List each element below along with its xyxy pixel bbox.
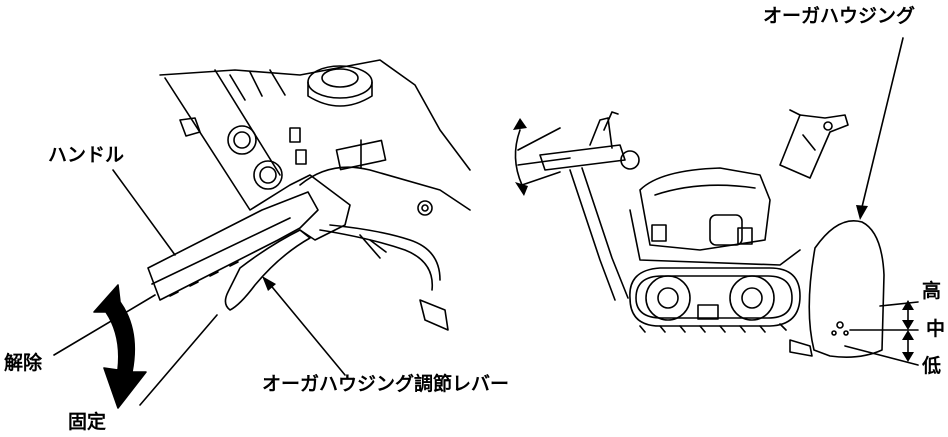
discharge-chute [780, 115, 848, 178]
control-panel [160, 60, 470, 240]
switch-upper [228, 126, 256, 154]
control-dial [308, 66, 372, 98]
release-fix-arrow [94, 285, 146, 408]
track [630, 268, 800, 326]
auger-housing-label: オーガハウジング [763, 5, 916, 27]
release-label: 解除 [4, 352, 43, 374]
handle-tilt-arrow [515, 130, 522, 185]
fix-leader [140, 315, 217, 405]
handle-label: ハンドル [48, 144, 125, 166]
snowblower-side-view [513, 38, 918, 365]
height-high-label: 高 [922, 280, 942, 302]
release-leader [54, 295, 155, 355]
fix-label: 固定 [68, 411, 107, 433]
handle-closeup [54, 60, 470, 408]
track-wheel-front [646, 276, 690, 320]
panel-plate [336, 140, 385, 169]
height-mid-label: 中 [926, 318, 946, 340]
engine-hood [640, 168, 770, 250]
switch-lower [254, 161, 282, 189]
auger-adjust-lever [225, 230, 310, 310]
height-low-label: 低 [922, 355, 942, 377]
height-low-line [845, 346, 918, 365]
handlebar [540, 118, 625, 170]
height-high-line [880, 302, 918, 306]
auger-lever-label: オーガハウジング調節レバー [262, 373, 510, 395]
track-wheel-rear [730, 276, 774, 320]
handle-grip [148, 192, 318, 300]
auger-housing-shape [809, 221, 884, 357]
auger-leader [862, 38, 903, 207]
lever-leader [268, 282, 345, 375]
handle-leader [113, 170, 175, 255]
